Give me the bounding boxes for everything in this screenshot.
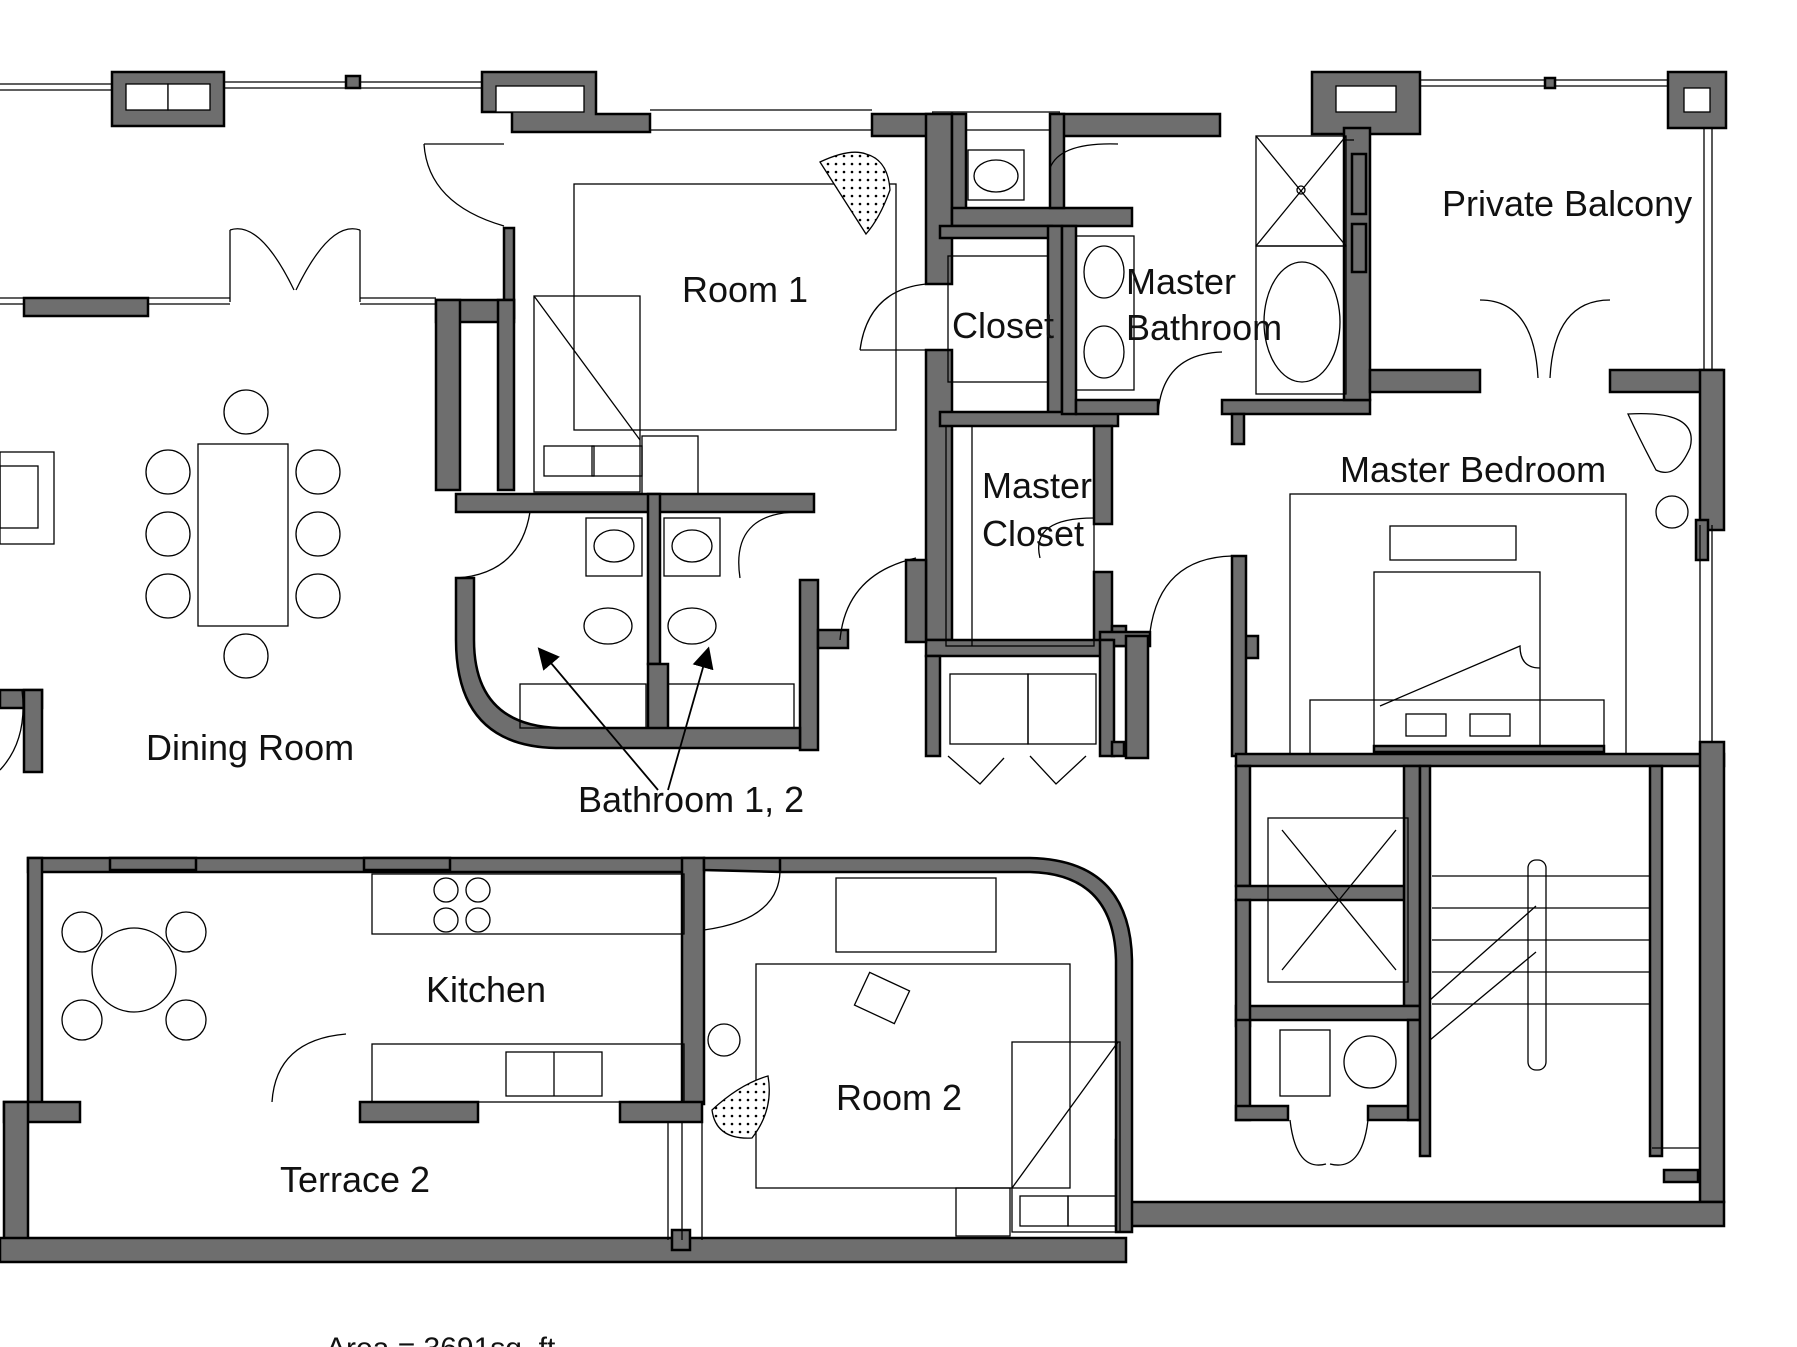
- label-terrace2: Terrace 2: [280, 1159, 430, 1200]
- label-room1: Room 1: [682, 269, 808, 310]
- door-swings: [0, 143, 1611, 1166]
- area-label: Area = 3691sq. ft: [326, 1332, 556, 1347]
- label-dining-room: Dining Room: [146, 727, 354, 768]
- label-bathrooms: Bathroom 1, 2: [578, 779, 804, 820]
- dining-walls: [0, 230, 436, 774]
- bathroom2-arrow: [667, 646, 714, 791]
- label-master-bedroom: Master Bedroom: [1340, 449, 1606, 490]
- right-block-walls: [1234, 518, 1726, 1204]
- room2-curved-wall: [702, 856, 1134, 1234]
- label-room2: Room 2: [836, 1077, 962, 1118]
- label-master-bathroom-2: Bathroom: [1126, 307, 1282, 348]
- label-master-closet-2: Closet: [982, 513, 1084, 554]
- label-closet: Closet: [952, 305, 1054, 346]
- furniture: [0, 135, 1692, 1237]
- top-exterior-wall: [0, 70, 1728, 370]
- label-kitchen: Kitchen: [426, 969, 546, 1010]
- label-master-closet-1: Master: [982, 465, 1092, 506]
- kitchen-walls: [0, 856, 1726, 1264]
- bathroom-curved-wall: [454, 576, 802, 750]
- bathroom1-arrow: [537, 647, 659, 791]
- label-master-bathroom-1: Master: [1126, 261, 1236, 302]
- label-private-balcony: Private Balcony: [1442, 183, 1692, 224]
